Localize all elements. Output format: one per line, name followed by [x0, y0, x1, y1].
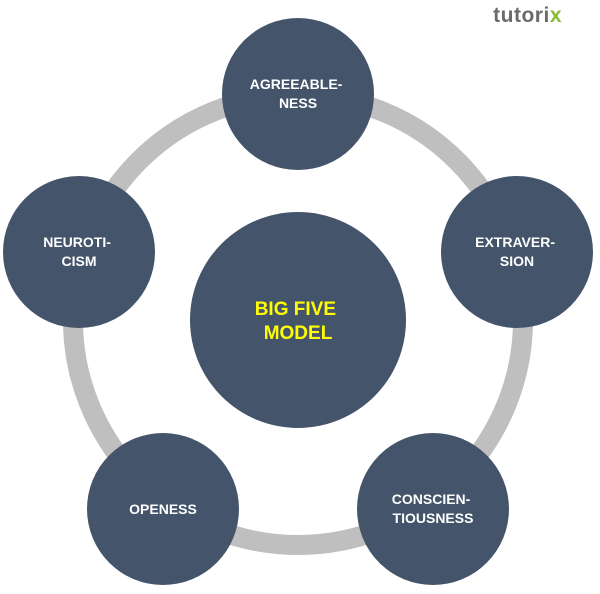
node-openess: OPENESS [87, 433, 239, 585]
node-extraversion: EXTRAVER- SION [441, 176, 593, 328]
node-openess-label: OPENESS [129, 501, 197, 517]
node-openess-circle [87, 433, 239, 585]
node-conscientiousness-circle [357, 433, 509, 585]
logo-text-main: tutori [493, 4, 550, 27]
node-extraversion-label: EXTRAVER- SION [475, 234, 559, 269]
tutorix-logo: tutorix [493, 4, 562, 28]
node-agreeableness: AGREEABLE- NESS [222, 18, 374, 170]
center-node-big-five-model: BIG FIVE MODEL [190, 212, 406, 428]
logo-text-accent: x [549, 4, 562, 27]
node-neuroticism: NEUROTI- CISM [3, 176, 155, 328]
node-agreeableness-label: AGREEABLE- NESS [250, 76, 346, 111]
node-conscientiousness: CONSCIEN- TIOUSNESS [357, 433, 509, 585]
node-neuroticism-circle [3, 176, 155, 328]
node-conscientiousness-label: CONSCIEN- TIOUSNESS [392, 491, 474, 526]
center-label: BIG FIVE MODEL [255, 299, 342, 344]
center-circle [190, 212, 406, 428]
node-neuroticism-label: NEUROTI- CISM [43, 234, 115, 269]
node-extraversion-circle [441, 176, 593, 328]
node-agreeableness-circle [222, 18, 374, 170]
